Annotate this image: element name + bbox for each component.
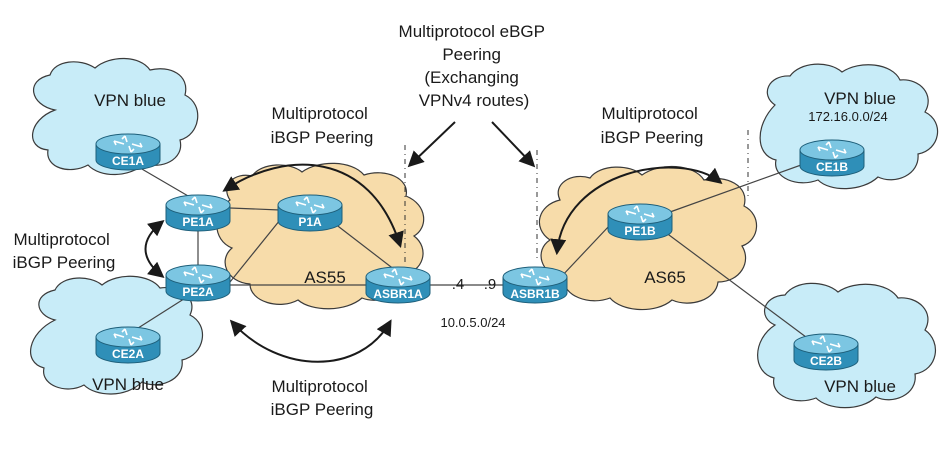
router-ce2b[interactable]: CE2B — [793, 333, 859, 371]
router-label-ce2a: CE2A — [112, 347, 144, 361]
router-asbr1b[interactable]: ASBR1B — [502, 266, 568, 304]
router-ce2a[interactable]: CE2A — [95, 326, 161, 364]
ebgp-arrow-left — [407, 121, 456, 168]
ibgp-annotation-right: Multiprotocol iBGP Peering — [601, 104, 704, 147]
vpn-label-bottom-right: VPN blue — [824, 377, 896, 396]
vpn-label-bottom-left: VPN blue — [92, 375, 164, 394]
router-label-ce1a: CE1A — [112, 154, 144, 168]
router-label-pe2a: PE2A — [182, 285, 214, 299]
vpn-label-top-right: VPN blue — [824, 89, 896, 108]
ibgp-arrow-top-left — [222, 163, 404, 249]
router-ce1b[interactable]: CE1B — [799, 139, 865, 177]
as-label-left: AS55 — [304, 268, 346, 287]
vpn-label-top-left: VPN blue — [94, 91, 166, 110]
interas-subnet: 10.0.5.0/24 — [440, 315, 505, 330]
router-label-ce1b: CE1B — [816, 160, 848, 174]
ibgp-arrow-bottom — [229, 319, 392, 363]
ebgp-arrow-right — [491, 121, 536, 168]
router-label-p1a: P1A — [298, 215, 322, 229]
ibgp-annotation-left: Multiprotocol iBGP Peering — [13, 230, 116, 272]
asbr1a-address: .4 — [452, 276, 465, 293]
router-label-ce2b: CE2B — [810, 354, 842, 368]
router-pe1a[interactable]: PE1A — [165, 194, 231, 232]
ebgp-annotation: Multiprotocol eBGP Peering (Exchanging V… — [399, 22, 550, 110]
router-pe1b[interactable]: PE1B — [607, 203, 673, 241]
router-ce1a[interactable]: CE1A — [95, 133, 161, 171]
ibgp-annotation-bottom: Multiprotocol iBGP Peering — [271, 377, 374, 419]
ibgp-arrow-left — [144, 219, 165, 279]
as-label-right: AS65 — [644, 268, 686, 287]
vpn-prefix-top-right: 172.16.0.0/24 — [808, 109, 888, 124]
asbr1b-address: .9 — [484, 276, 497, 293]
router-label-asbr1a: ASBR1A — [373, 287, 423, 301]
router-label-pe1a: PE1A — [182, 215, 214, 229]
ibgp-arrow-right — [550, 166, 723, 256]
router-asbr1a[interactable]: ASBR1A — [365, 266, 431, 304]
ibgp-annotation-top-left: Multiprotocol iBGP Peering — [271, 104, 374, 147]
router-pe2a[interactable]: PE2A — [165, 264, 231, 302]
router-label-pe1b: PE1B — [624, 224, 656, 238]
router-p1a[interactable]: P1A — [277, 194, 343, 232]
router-label-asbr1b: ASBR1B — [510, 287, 560, 301]
